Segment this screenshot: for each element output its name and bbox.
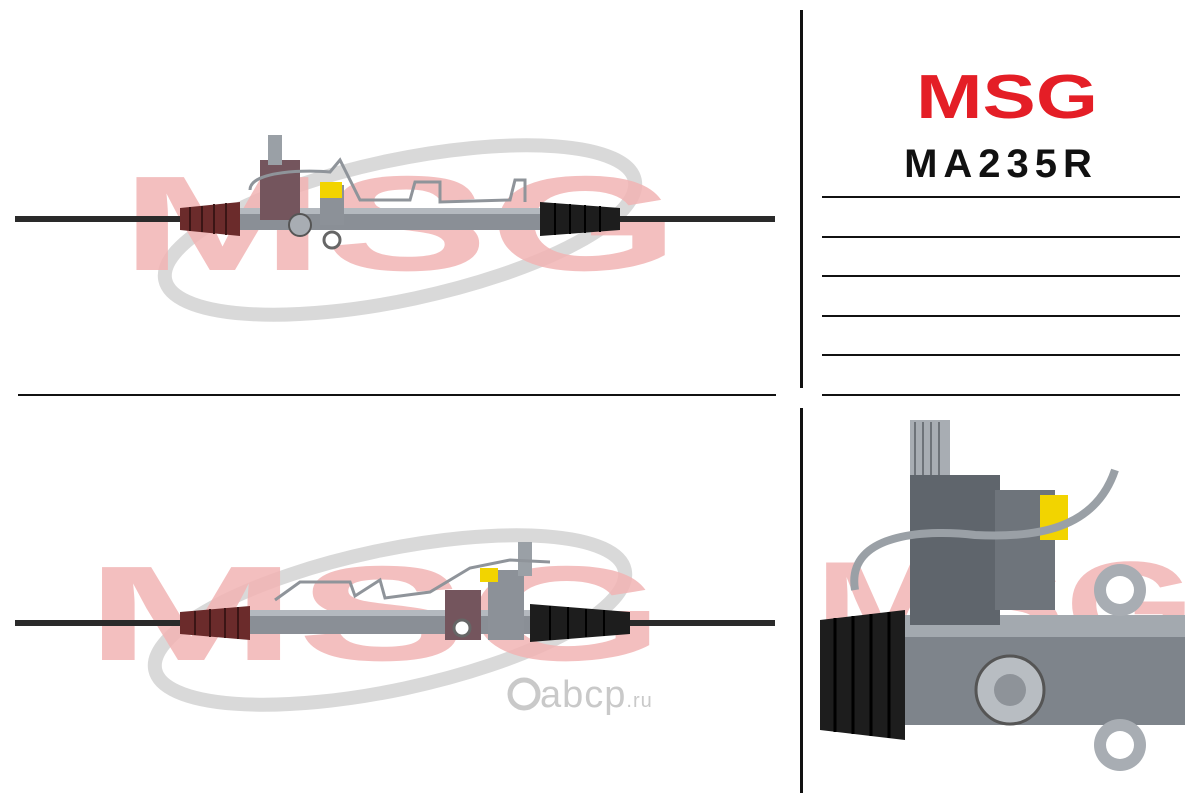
rack-photo-top: MSG (15, 135, 775, 322)
horizontal-divider (18, 394, 776, 396)
abcp-logo-icon (507, 677, 541, 711)
part-number: MA235R (904, 142, 1098, 186)
rack-photo-bottom: MSG (15, 528, 775, 712)
vertical-divider-bottom (800, 408, 803, 793)
steering-rack-top (15, 135, 775, 250)
vertical-divider-top (800, 10, 803, 388)
abcp-watermark: abcp.ru (540, 674, 653, 717)
valve-body-detail (820, 420, 1185, 771)
spec-line (822, 315, 1180, 317)
spec-line (822, 354, 1180, 356)
msg-logo: MSG (916, 63, 1098, 130)
spec-line (822, 275, 1180, 277)
abcp-site-tld: .ru (626, 690, 653, 712)
spec-line (822, 394, 1180, 396)
steering-rack-bottom (15, 542, 775, 642)
abcp-site-text: abcp (540, 674, 627, 716)
msg-logo-m: MSG (916, 63, 1098, 130)
spec-line (822, 236, 1180, 238)
valve-detail-photo: MSG (815, 420, 1190, 771)
spec-line (822, 196, 1180, 198)
